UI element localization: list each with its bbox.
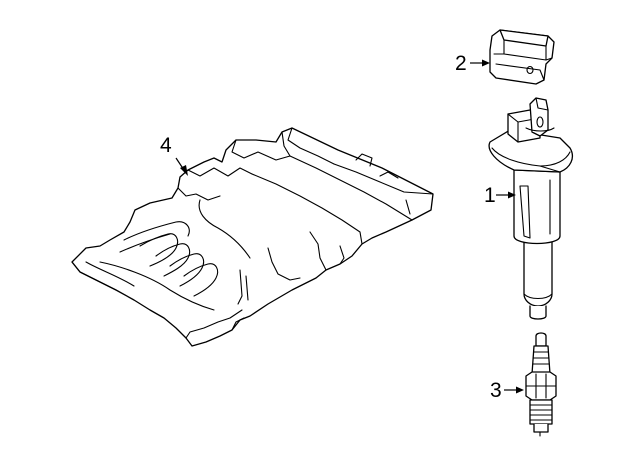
engine-cover-drawing (71, 127, 434, 347)
spark-plug-drawing (525, 332, 557, 437)
connector-cap-drawing (489, 29, 555, 85)
callout-2: 2 (455, 52, 490, 75)
ignition-coil-drawing (488, 97, 574, 320)
callout-3-arrowhead (516, 386, 524, 394)
callout-4-label: 4 (160, 134, 172, 157)
callout-4: 4 (160, 134, 188, 176)
callout-3: 3 (490, 379, 524, 402)
callout-1-label: 1 (484, 184, 496, 207)
callout-2-label: 2 (455, 52, 467, 75)
callout-3-label: 3 (490, 379, 502, 402)
callout-1-arrowhead (508, 191, 516, 199)
callout-2-arrowhead (482, 59, 490, 67)
callout-4-arrowhead (180, 165, 188, 176)
callout-1: 1 (484, 184, 516, 207)
